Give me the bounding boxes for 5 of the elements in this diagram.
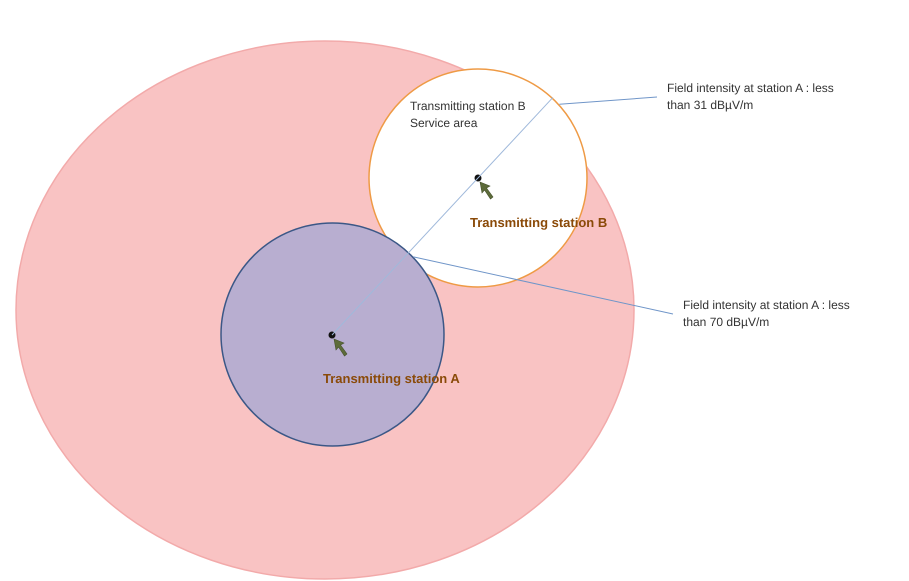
leader-line <box>413 256 674 314</box>
callout-text: Field intensity at station A : less than 70 dBµV/m <box>683 297 851 331</box>
leader-line <box>558 96 658 105</box>
callout-text: Field intensity at station A : less than 31 dBµV/m <box>667 80 835 114</box>
area-label: Transmitting station B Service area <box>410 98 527 132</box>
